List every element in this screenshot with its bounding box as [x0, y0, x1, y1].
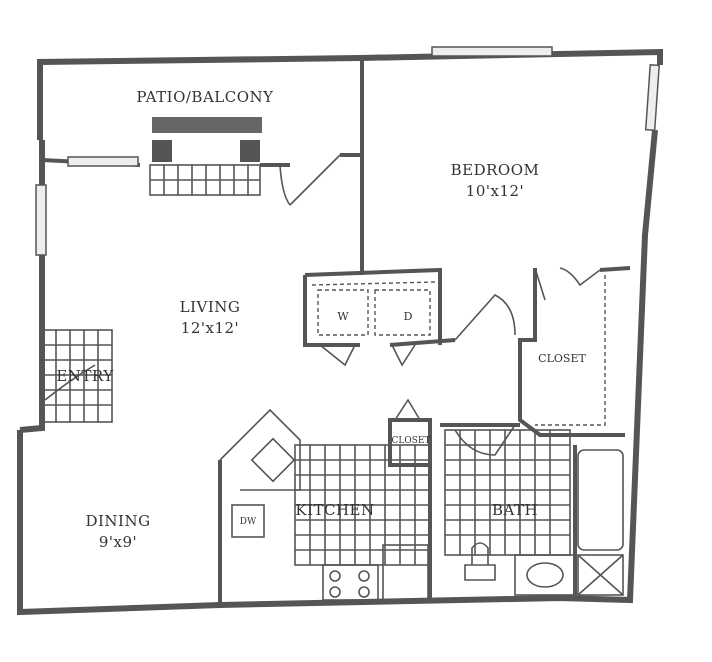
dishwasher-label: DW — [240, 517, 257, 527]
window-right — [644, 63, 661, 132]
patio-label: PATIO/BALCONY — [136, 88, 274, 106]
patio-railing — [152, 117, 262, 133]
closet-door-swing — [534, 267, 601, 301]
shower-pan — [577, 554, 624, 596]
patio-post-right — [240, 140, 260, 162]
bedroom-closet — [535, 275, 606, 426]
washer-label: W — [337, 310, 349, 323]
patio-fixtures — [149, 117, 262, 196]
dining-size: 9'x9' — [99, 533, 137, 551]
bedroom-door-swing — [454, 294, 516, 341]
entry-tile — [41, 329, 113, 423]
laundry-door-right — [391, 344, 416, 367]
window-living-left — [35, 184, 47, 256]
washer — [317, 289, 369, 336]
hall-closet-label: CLOSET — [392, 436, 431, 446]
laundry-area — [311, 281, 436, 336]
windows — [35, 46, 661, 256]
living-size: 12'x12' — [181, 319, 239, 337]
interior-walls — [218, 58, 631, 605]
patio-post-left — [152, 140, 172, 162]
window-patio — [67, 156, 139, 167]
bath-label: BATH — [492, 501, 538, 519]
bath-area — [444, 429, 624, 596]
kitchen-label: KITCHEN — [295, 501, 374, 519]
vanity — [514, 554, 576, 596]
patio-tile — [149, 164, 261, 196]
entry-label: ENTRY — [56, 367, 114, 385]
bedroom-closet-label: CLOSET — [538, 352, 586, 365]
dryer — [374, 289, 431, 336]
dryer-label: D — [404, 310, 413, 323]
window-top — [431, 46, 553, 57]
dishwasher — [231, 504, 265, 538]
kitchen-counter-corner — [219, 408, 301, 491]
kitchen-sink — [250, 437, 296, 483]
laundry-door-left — [319, 344, 356, 367]
living-label: LIVING — [180, 298, 241, 316]
kitchen-area — [219, 408, 431, 601]
hall-closet-door — [394, 398, 421, 421]
doors — [44, 154, 601, 456]
refrigerator — [382, 544, 429, 601]
bedroom-size: 10'x12' — [466, 182, 524, 200]
bedroom-label: BEDROOM — [451, 161, 540, 179]
toilet — [464, 542, 496, 581]
bath-tile — [444, 429, 571, 556]
range — [322, 564, 379, 601]
patio-door-swing — [279, 154, 341, 206]
dining-label: DINING — [85, 512, 150, 530]
bath-sink — [526, 562, 564, 588]
range-burners — [329, 570, 370, 598]
bathtub — [577, 449, 624, 551]
